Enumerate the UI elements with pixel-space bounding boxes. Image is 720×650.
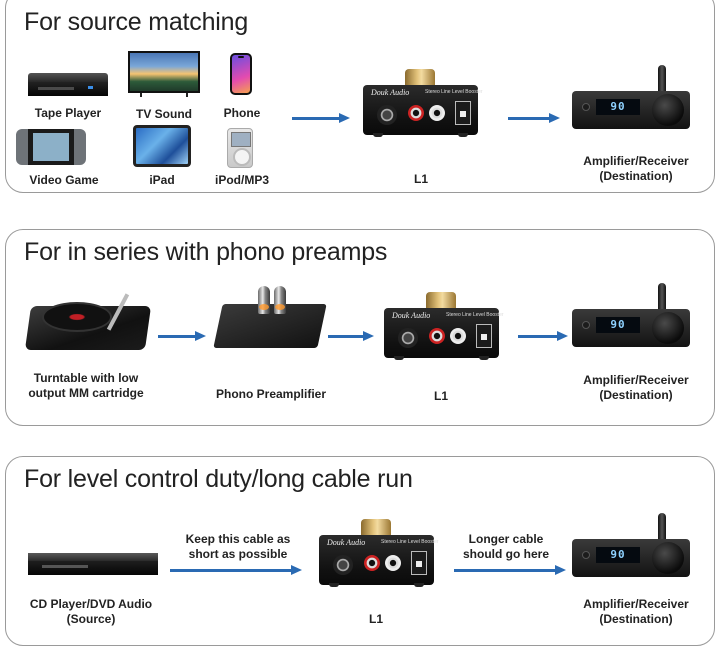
- panel-source-matching: For source matching Tape Player TV Sound…: [5, 0, 715, 193]
- line-level-booster-icon: Douk Audio Stereo Line Level Booster: [384, 292, 504, 362]
- booster-model-text: Stereo Line Level Booster: [425, 89, 483, 95]
- booster-brand-text: Douk Audio: [327, 538, 366, 547]
- phone-icon: [230, 53, 252, 95]
- source-label-video-game: Video Game: [29, 173, 99, 187]
- destination-label-line1: Amplifier/Receiver: [583, 154, 689, 168]
- mp3-player-icon: [227, 128, 253, 168]
- turntable-label-line1: Turntable with low: [33, 371, 139, 385]
- booster-model-text: Stereo Line Level Booster: [446, 312, 504, 318]
- source-label-ipad: iPad: [149, 173, 175, 187]
- arrow-icon: [518, 331, 568, 341]
- panel-title: For source matching: [24, 8, 249, 36]
- destination-label-line1: Amplifier/Receiver: [583, 597, 689, 611]
- amplifier-icon: 90: [572, 283, 692, 349]
- destination-label-line2: (Destination): [599, 388, 673, 402]
- cd-player-icon: [28, 553, 160, 577]
- line-level-booster-icon: Douk Audio Stereo Line Level Booster: [319, 519, 439, 589]
- booster-model-text: Stereo Line Level Booster: [381, 539, 439, 545]
- panel-title: For level control duty/long cable run: [24, 465, 413, 493]
- cd-player-label-line2: (Source): [66, 612, 116, 626]
- arrow-icon: [508, 113, 560, 123]
- destination-label-line2: (Destination): [599, 612, 673, 626]
- preamp-label: Phono Preamplifier: [215, 387, 327, 401]
- amplifier-icon: 90: [572, 65, 692, 131]
- long-cable-note-line1: Longer cable: [468, 532, 544, 546]
- arrow-icon: [170, 565, 302, 575]
- turntable-label-line2: output MM cartridge: [28, 386, 144, 400]
- source-label-tape-player: Tape Player: [34, 106, 102, 120]
- booster-brand-text: Douk Audio: [392, 311, 431, 320]
- arrow-icon: [292, 113, 350, 123]
- amplifier-icon: 90: [572, 513, 692, 579]
- short-cable-note-line2: short as possible: [188, 547, 288, 561]
- destination-label-line2: (Destination): [599, 169, 673, 183]
- booster-label: L1: [368, 612, 383, 626]
- panel-level-control: For level control duty/long cable run CD…: [5, 456, 715, 646]
- cd-player-label-line1: CD Player/DVD Audio: [29, 597, 153, 611]
- short-cable-note-line1: Keep this cable as: [185, 532, 291, 546]
- arrow-icon: [454, 565, 566, 575]
- tablet-icon: [133, 125, 191, 167]
- turntable-icon: [24, 288, 152, 352]
- booster-label: L1: [433, 389, 448, 403]
- long-cable-note-line2: should go here: [462, 547, 549, 561]
- source-label-ipod-mp3: iPod/MP3: [214, 173, 269, 187]
- amp-display-text: 90: [596, 547, 640, 563]
- arrow-icon: [158, 331, 206, 341]
- source-label-phone: Phone: [223, 106, 261, 120]
- panel-phono-preamps: For in series with phono preamps Turntab…: [5, 229, 715, 426]
- booster-brand-text: Douk Audio: [371, 88, 410, 97]
- destination-label-line1: Amplifier/Receiver: [583, 373, 689, 387]
- phono-preamplifier-icon: [213, 286, 328, 352]
- panel-title: For in series with phono preamps: [24, 238, 388, 266]
- amp-display-text: 90: [596, 99, 640, 115]
- line-level-booster-icon: Douk Audio Stereo Line Level Booster: [363, 69, 483, 139]
- source-label-tv-sound: TV Sound: [136, 107, 192, 121]
- booster-label: L1: [413, 172, 428, 186]
- arrow-icon: [328, 331, 374, 341]
- amp-display-text: 90: [596, 317, 640, 333]
